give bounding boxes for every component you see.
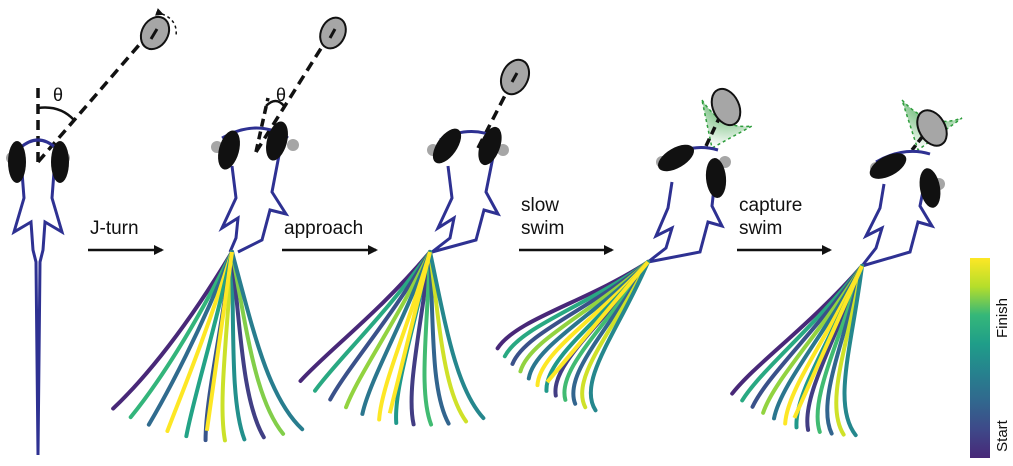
fish-body (647, 169, 725, 264)
fish-initial: θ (6, 8, 177, 456)
colorbar-gradient (970, 258, 990, 458)
fish-capture-swim (730, 99, 963, 438)
tail-trace-finish (204, 251, 234, 432)
step-label: approach (284, 218, 363, 239)
tail-trace (409, 250, 432, 427)
tail-trace (230, 250, 266, 440)
fish-slow-swim (495, 87, 753, 413)
colorbar-bottom-label: Start (994, 419, 1011, 452)
fish-approach (298, 58, 531, 427)
theta-label: θ (53, 85, 63, 105)
fish-body (431, 151, 502, 254)
tail-trace-finish (792, 265, 864, 419)
prey (916, 109, 948, 147)
tail-traces (495, 260, 650, 413)
tail-trace (842, 264, 864, 438)
tail-traces (111, 250, 305, 443)
tail-trace-finish (387, 251, 432, 414)
tail-trace (230, 250, 247, 442)
theta-label-2: θ (276, 85, 286, 105)
tail-trace (428, 250, 469, 424)
angle-arc (37, 106, 75, 121)
tail-trace (128, 250, 234, 420)
tail-trace-finish (545, 260, 650, 384)
left-eye (869, 153, 907, 179)
left-eye (657, 144, 695, 172)
step-label: swim (521, 218, 564, 239)
colorbar: Finish Start (970, 258, 1011, 458)
left-eye (8, 141, 26, 183)
left-eye (432, 128, 462, 164)
step-label: capture (739, 195, 802, 216)
prey-mark (149, 28, 159, 40)
tail-trace (111, 250, 234, 411)
tail-trace (230, 250, 286, 436)
left-eye (218, 130, 240, 170)
right-eye (266, 121, 288, 161)
fish-body (11, 171, 65, 456)
tail-trace (428, 250, 486, 421)
tail-trace (220, 250, 234, 443)
right-eye (478, 126, 502, 166)
step-label: swim (739, 218, 782, 239)
prey-motion-arrow (154, 8, 177, 37)
fish-body (218, 149, 290, 254)
tail-trace (313, 250, 432, 393)
tail-trace (165, 250, 234, 433)
gaze-line (36, 28, 154, 164)
tail-trace (588, 260, 650, 413)
tail-trace (230, 250, 305, 432)
fish-body (860, 175, 936, 268)
fish-jturn: θ (111, 16, 347, 443)
step-label: slow (521, 195, 559, 216)
step-label: J-turn (90, 218, 139, 239)
tail-trace (428, 250, 451, 426)
tail-trace (328, 250, 432, 402)
tail-traces (298, 250, 486, 427)
tail-trace (360, 250, 432, 416)
right-eye (51, 141, 69, 183)
prey (710, 87, 742, 127)
tail-trace (422, 250, 434, 427)
right-eye (919, 168, 941, 208)
tail-traces (730, 264, 864, 438)
tail-trace (184, 250, 234, 439)
tail-trace (344, 250, 432, 410)
right-eye (705, 158, 727, 198)
colorbar-top-label: Finish (994, 298, 1011, 338)
tail-trace (146, 250, 234, 427)
tail-trace (298, 250, 432, 383)
